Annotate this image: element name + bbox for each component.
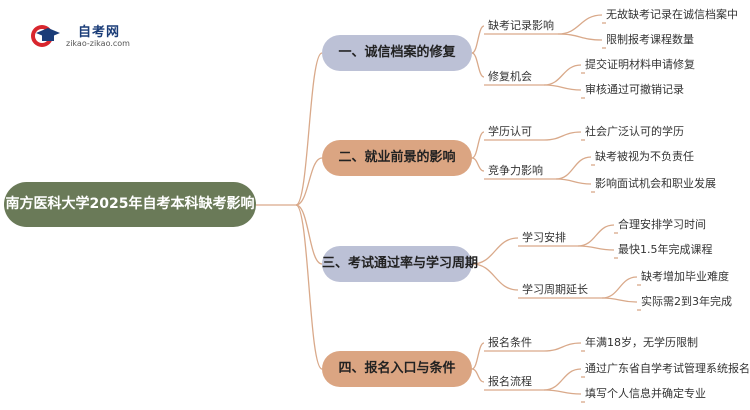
connector-line: [557, 33, 603, 41]
connector-line: [471, 25, 485, 54]
connector-line: [471, 237, 519, 265]
connector-line: [601, 297, 638, 303]
leaf-label: 社会广泛认可的学历: [585, 125, 684, 138]
leaf-label: 填写个人信息并确定专业: [585, 387, 706, 400]
subtopic-label: 修复机会: [488, 70, 532, 83]
subtopic-label: 报名流程: [488, 375, 532, 388]
connector-line: [471, 52, 485, 78]
connector-line: [577, 245, 615, 251]
connector-line: [471, 342, 485, 370]
subtopic-label: 学历认可: [488, 125, 532, 138]
connector-line: [471, 263, 519, 291]
graduation-cap-icon: [31, 25, 60, 47]
connector-line: [601, 276, 638, 299]
branch-4: 四、报名入口与条件: [322, 351, 472, 387]
subtopic-label: 学习周期延长: [522, 283, 588, 296]
subtopic-label: 报名条件: [488, 336, 532, 349]
leaf-label: 审核通过可撤销记录: [585, 83, 684, 96]
root-topic: 南方医科大学2025年自考本科缺考影响: [4, 182, 256, 227]
connector-line: [543, 64, 582, 86]
connector-line: [543, 368, 582, 391]
connector-line: [295, 204, 323, 370]
logo-url: zikao-zikao.com: [66, 39, 130, 48]
connector-line: [295, 157, 323, 206]
connector-line: [295, 204, 323, 265]
branch-1: 一、诚信档案的修复: [322, 35, 472, 71]
leaf-label: 提交证明材料申请修复: [585, 58, 695, 71]
leaf-label: 缺考增加毕业难度: [641, 270, 729, 283]
leaf-label: 限制报考课程数量: [606, 33, 694, 46]
leaf-label: 影响面试机会和职业发展: [595, 177, 716, 190]
connector-line: [471, 157, 485, 172]
subtopic-label: 缺考记录影响: [488, 19, 554, 32]
leaf-label: 年满18岁，无学历限制: [585, 336, 698, 349]
branch-3: 三、考试通过率与学习周期: [322, 246, 478, 282]
connector-line: [471, 368, 485, 383]
leaf-label: 缺考被视为不负责任: [595, 150, 694, 163]
connector-line: [557, 14, 603, 35]
leaf-label: 合理安排学习时间: [618, 218, 706, 231]
site-logo: 自考网 zikao-zikao.com: [30, 18, 140, 52]
leaf-label: 最快1.5年完成课程: [618, 243, 713, 256]
leaf-label: 通过广东省自学考试管理系统报名: [585, 362, 750, 375]
leaf-label: 实际需2到3年完成: [641, 295, 732, 308]
leaf-label: 无故缺考记录在诚信档案中: [606, 8, 738, 21]
connector-line: [543, 131, 582, 141]
connector-line: [471, 131, 485, 159]
connector-line: [577, 224, 615, 247]
branch-2: 二、就业前景的影响: [322, 140, 472, 176]
connector-line: [555, 156, 592, 180]
connector-line: [555, 178, 592, 185]
logo-title: 自考网: [78, 25, 121, 40]
subtopic-label: 竞争力影响: [488, 164, 543, 177]
connector-line: [543, 84, 582, 91]
connector-line: [543, 342, 582, 352]
subtopic-label: 学习安排: [522, 231, 566, 244]
connector-line: [543, 389, 582, 395]
connector-line: [295, 52, 323, 206]
